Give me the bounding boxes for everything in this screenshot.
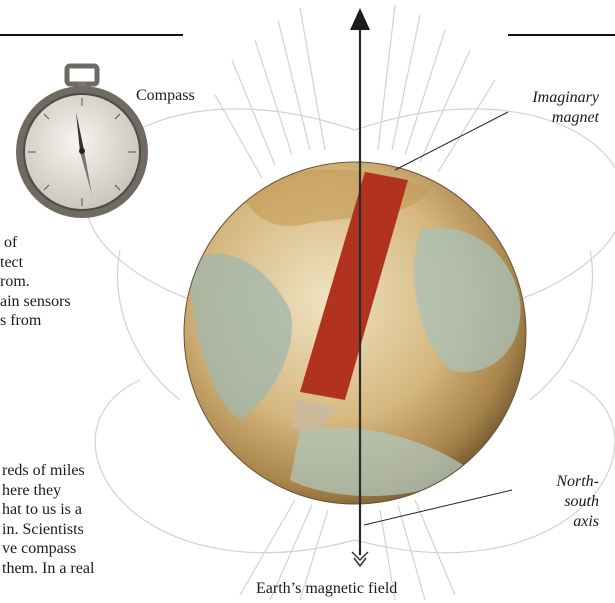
imaginary-magnet-label: Imaginary magnet (532, 88, 599, 128)
body-text-line: ain sensors (0, 292, 71, 310)
compass-icon (16, 63, 148, 218)
ocean-region-left (190, 253, 292, 420)
north-south-axis-label: North- south axis (556, 472, 599, 532)
ocean-region-right (414, 228, 521, 372)
imaginary-magnet-label-line2: magnet (551, 109, 599, 126)
body-text-line: tect (0, 253, 24, 271)
body-text-block-2: reds of miles here they hat to us is a i… (0, 461, 94, 579)
body-text-line: here they (2, 481, 62, 499)
body-text-block-1: of tect rom. ain sensors s from (0, 233, 71, 331)
north-south-axis-label-line2: south (564, 493, 599, 510)
body-text-line: them. In a real (2, 559, 95, 577)
north-south-axis-line (350, 8, 370, 568)
imaginary-magnet-label-line1: Imaginary (532, 89, 599, 106)
magnet-leader-line (394, 111, 509, 171)
imaginary-magnet (292, 172, 408, 432)
body-text-line: of (4, 234, 18, 251)
body-text-line: hat to us is a (2, 501, 82, 519)
body-text-line: reds of miles (2, 462, 85, 479)
body-text-line: in. Scientists (2, 520, 84, 538)
axis-leader-line (363, 489, 513, 526)
body-text-line: rom. (0, 273, 30, 290)
north-arrowhead-icon (350, 8, 370, 30)
ocean-region-bottom (290, 427, 470, 497)
body-text-line: s from (0, 312, 42, 329)
field-lines (85, 4, 615, 601)
body-text-line: ve compass (2, 540, 77, 558)
north-south-axis-label-line3: axis (573, 513, 599, 530)
compass-label: Compass (136, 87, 195, 104)
north-south-axis-label-line1: North- (556, 473, 599, 490)
earth-magnetic-field-label: Earth’s magnetic field (256, 580, 398, 597)
south-arrow-tail-icon (351, 551, 369, 568)
